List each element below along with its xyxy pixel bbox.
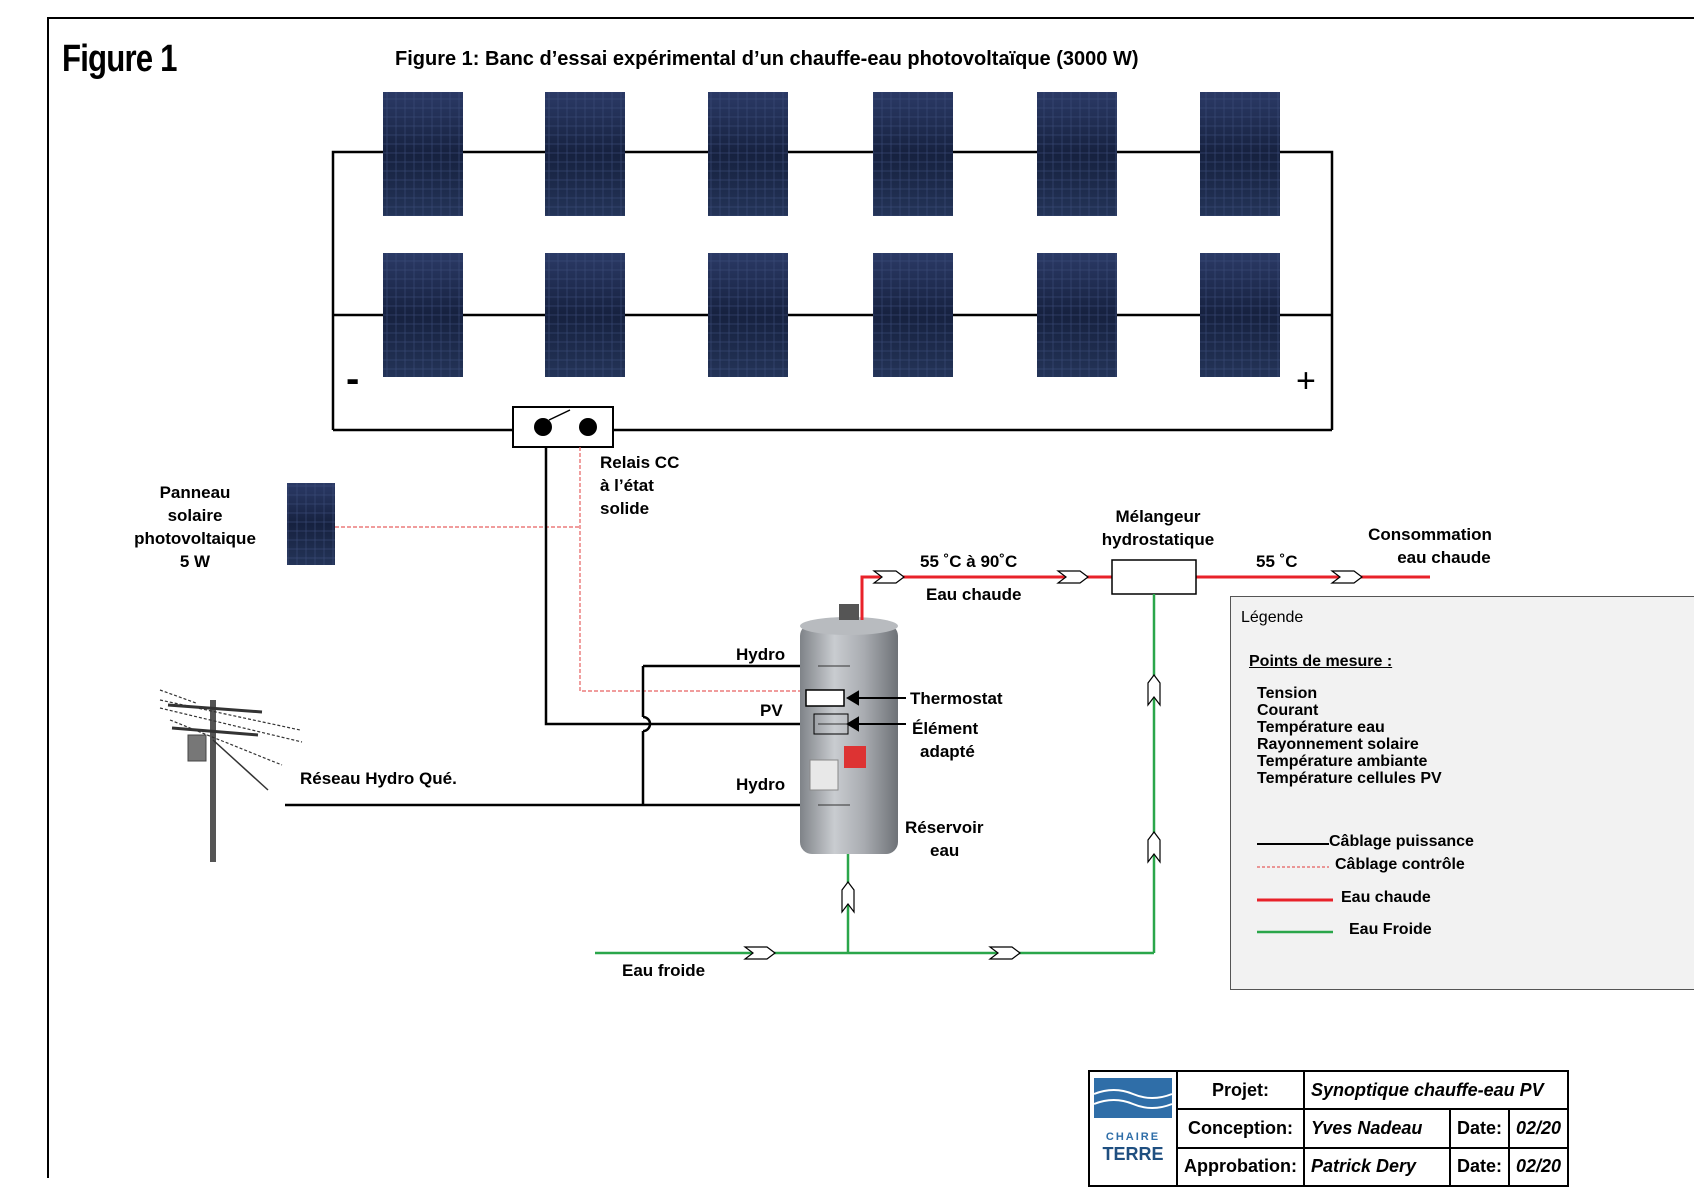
- diagram-title: Figure 1: Banc d’essai expérimental d’un…: [395, 48, 1139, 70]
- pv-module: [1200, 253, 1280, 377]
- dc-relay: [512, 406, 614, 448]
- pv-module: [545, 253, 625, 377]
- thermostat-label: Thermostat: [910, 689, 1003, 708]
- cold-water-label: Eau froide: [622, 961, 705, 980]
- hot-flow-arrows: [872, 570, 1363, 584]
- design-value: Yves Nadeau: [1302, 1108, 1451, 1149]
- panel-label-2: solaire: [168, 506, 223, 525]
- mixer-label-2: hydrostatique: [1102, 530, 1214, 549]
- hot-water-swatch: [1257, 898, 1333, 902]
- pv-module: [708, 92, 788, 216]
- measure-item: Température eau: [1257, 719, 1385, 736]
- power-wiring-swatch: [1257, 843, 1329, 845]
- control-wiring: [335, 447, 800, 692]
- page-border: [47, 17, 1694, 1187]
- pv-module: [1037, 92, 1117, 216]
- legend-control-label: Câblage contrôle: [1335, 856, 1465, 873]
- consumption-label-2: eau chaude: [1397, 548, 1491, 567]
- pv-module: [383, 253, 463, 377]
- legend-cold-label: Eau Froide: [1349, 921, 1432, 938]
- pv-array: [383, 92, 1280, 377]
- reservoir-label-1: Réservoir: [905, 818, 984, 837]
- approval-value: Patrick Dery: [1302, 1146, 1451, 1187]
- out-temp-label: 55 ˚C: [1256, 552, 1298, 571]
- water-heater-tank: [800, 604, 898, 854]
- consumption-label-1: Consommation: [1368, 525, 1492, 544]
- utility-pole-icon: [159, 689, 303, 862]
- measure-item: Courant: [1257, 702, 1319, 719]
- power-wiring: [285, 447, 800, 807]
- approval-label: Approbation:: [1176, 1146, 1305, 1187]
- relay-label-2: à l’état: [600, 476, 654, 495]
- legend-title: Légende: [1241, 609, 1304, 626]
- hydro-top-label: Hydro: [736, 645, 785, 664]
- reservoir-label-2: eau: [930, 841, 959, 860]
- cold-water-swatch: [1257, 930, 1333, 934]
- pv-module: [873, 253, 953, 377]
- measure-item: Température cellules PV: [1257, 770, 1442, 787]
- pv-module: [1200, 92, 1280, 216]
- hydro-bottom-label: Hydro: [736, 775, 785, 794]
- cold-flow-arrows: [743, 674, 1161, 960]
- chaire-logo: CHAIRE TERRE: [1088, 1070, 1178, 1187]
- element-label-2: adapté: [920, 742, 975, 761]
- project-value: Synoptique chauffe-eau PV: [1302, 1069, 1570, 1111]
- project-label: Projet:: [1176, 1069, 1305, 1111]
- logo-text-2: TERRE: [1102, 1144, 1163, 1164]
- panel-label-3: photovoltaique: [134, 529, 256, 548]
- pv-module: [708, 253, 788, 377]
- hydrostatic-mixer: [1111, 559, 1197, 595]
- logo-text-1: CHAIRE: [1106, 1131, 1160, 1143]
- pv-module: [383, 92, 463, 216]
- pv-module: [545, 92, 625, 216]
- control-pv-panel: [287, 483, 335, 565]
- array-minus-sign: -: [346, 357, 359, 401]
- pv-label: PV: [760, 701, 783, 720]
- legend-box: Légende Points de mesure : Tension Coura…: [1230, 596, 1694, 990]
- legend-hot-label: Eau chaude: [1341, 889, 1431, 906]
- logo-mark-icon: CHAIRE TERRE: [1093, 1078, 1173, 1164]
- measure-item: Température ambiante: [1257, 753, 1428, 770]
- pv-module: [873, 92, 953, 216]
- relay-label-1: Relais CC: [600, 453, 679, 472]
- legend-power-label: Câblage puissance: [1329, 833, 1474, 850]
- measurement-list: Tension Courant Température eau Rayonnem…: [1257, 685, 1442, 787]
- date-label-1: Date:: [1448, 1108, 1511, 1149]
- hot-temp-label: 55 ˚C à 90˚C: [920, 552, 1017, 571]
- date-value-1: 02/20: [1507, 1108, 1570, 1149]
- mixer-label-1: Mélangeur: [1115, 507, 1200, 526]
- figure-label: Figure 1: [62, 38, 177, 80]
- control-wiring-swatch: [1257, 866, 1329, 868]
- measure-item: Tension: [1257, 685, 1318, 702]
- pv-module: [1037, 253, 1117, 377]
- panel-label-4: 5 W: [180, 552, 211, 571]
- pointer-arrows: [846, 690, 906, 732]
- array-plus-sign: +: [1296, 362, 1316, 400]
- measure-item: Rayonnement solaire: [1257, 736, 1419, 753]
- title-block: CHAIRE TERRE Projet: Synoptique chauffe-…: [1088, 1069, 1570, 1187]
- hot-water-pipe: [860, 575, 1430, 620]
- legend-heading: Points de mesure :: [1249, 653, 1393, 670]
- design-label: Conception:: [1176, 1108, 1305, 1149]
- relay-label-3: solide: [600, 499, 649, 518]
- date-value-2: 02/20: [1507, 1146, 1570, 1187]
- hot-water-label: Eau chaude: [926, 585, 1021, 604]
- element-label-1: Élément: [912, 719, 978, 738]
- grid-label: Réseau Hydro Qué.: [300, 769, 457, 788]
- panel-label-1: Panneau: [160, 483, 231, 502]
- date-label-2: Date:: [1448, 1146, 1511, 1187]
- array-wiring: [331, 150, 1334, 432]
